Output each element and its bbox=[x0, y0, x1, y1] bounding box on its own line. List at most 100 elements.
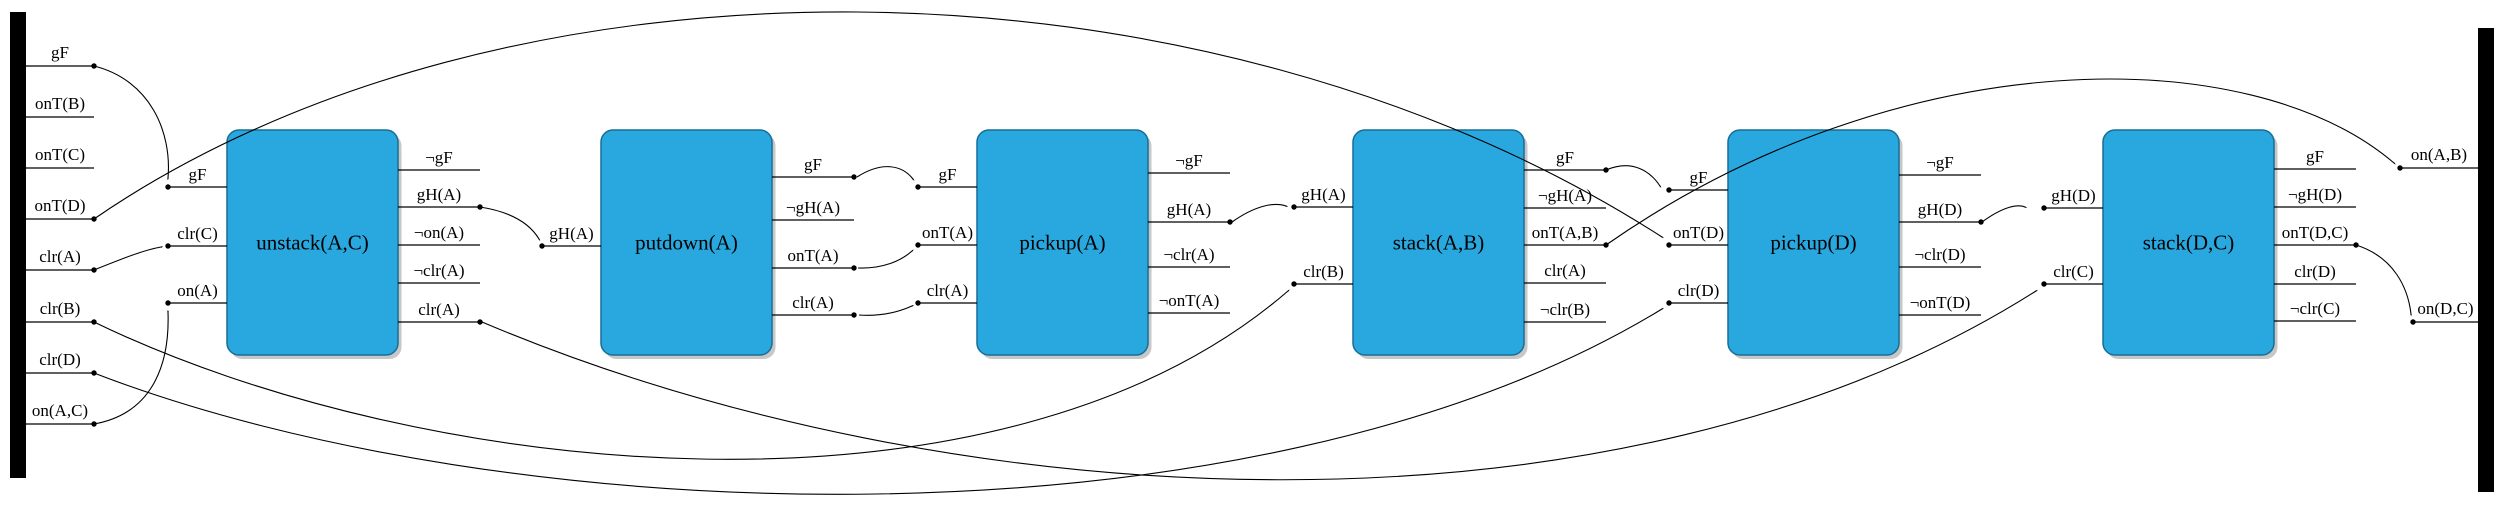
initial-fact-ont-d-label: onT(D) bbox=[35, 196, 86, 215]
action-label-pickup-d: pickup(D) bbox=[1770, 231, 1856, 255]
edge-initial-on-a-c-to-unstack-a-c-in-on-a bbox=[93, 312, 168, 425]
initial-fact-ont-b-label: onT(B) bbox=[35, 94, 85, 113]
action-pickup-a-output-gh-a-dot bbox=[1227, 219, 1233, 225]
action-pickup-d-input-ont-d-dot bbox=[1666, 242, 1672, 248]
action-pickup-a-input-gf-dot bbox=[915, 184, 921, 190]
action-stack-a-b-output-gf-label: gF bbox=[1556, 148, 1574, 167]
box-shadow-layer bbox=[230, 134, 2278, 359]
action-stack-a-b-output-clr-b-label: ¬clr(B) bbox=[1540, 300, 1590, 319]
action-box-pickup-a bbox=[976, 129, 1149, 356]
action-box-unstack-a-c bbox=[226, 129, 399, 356]
initial-fact-gf-label: gF bbox=[51, 43, 69, 62]
action-pickup-d-input-gf-dot bbox=[1666, 187, 1672, 193]
action-label-unstack-a-c: unstack(A,C) bbox=[256, 231, 369, 255]
action-stack-a-b-input-gh-a-dot bbox=[1291, 204, 1297, 210]
action-pickup-a-input-ont-a-label: onT(A) bbox=[922, 223, 973, 242]
action-label-stack-a-b: stack(A,B) bbox=[1393, 231, 1485, 255]
action-label-pickup-a: pickup(A) bbox=[1019, 231, 1105, 255]
edge-unstack-a-c-out-gh-a-to-putdown-a-in-gh-a bbox=[479, 206, 539, 239]
initial-fact-on-a-c-label: on(A,C) bbox=[32, 401, 88, 420]
action-unstack-a-c-output-clr-a-dot bbox=[477, 319, 483, 325]
goal-fact-on-d-c-dot bbox=[2410, 319, 2416, 325]
action-pickup-d-output-ont-d-label: ¬onT(D) bbox=[1910, 293, 1971, 312]
action-box-putdown-a bbox=[600, 129, 773, 356]
action-box-stack-d-c bbox=[2102, 129, 2275, 356]
edge-pickup-a-out-gh-a-to-stack-a-b-in-gh-a bbox=[1231, 204, 1286, 223]
action-stack-a-b-output-gh-a-label: ¬gH(A) bbox=[1538, 186, 1592, 205]
action-stack-a-b-output-clr-a-label: clr(A) bbox=[1544, 261, 1586, 280]
action-stack-d-c-input-clr-c-dot bbox=[2041, 281, 2047, 287]
action-putdown-a-output-clr-a-label: clr(A) bbox=[792, 293, 834, 312]
action-pickup-a-input-ont-a-dot bbox=[915, 242, 921, 248]
action-stack-d-c-input-gh-d-dot bbox=[2041, 205, 2047, 211]
action-putdown-a-output-ont-a-label: onT(A) bbox=[788, 246, 839, 265]
initial-fact-clr-d-label: clr(D) bbox=[39, 350, 81, 369]
action-putdown-a-output-ont-a-dot bbox=[851, 265, 857, 271]
action-label-putdown-a: putdown(A) bbox=[635, 231, 738, 255]
action-putdown-a-input-gh-a-label: gH(A) bbox=[549, 224, 593, 243]
action-unstack-a-c-input-on-a-label: on(A) bbox=[177, 281, 218, 300]
edge-pickup-d-out-gh-d-to-stack-d-c-in-gh-d bbox=[1981, 206, 2025, 223]
action-putdown-a-output-gh-a-label: ¬gH(A) bbox=[786, 198, 840, 217]
edge-putdown-a-out-clr-a-to-pickup-a-in-clr-a bbox=[858, 306, 912, 316]
action-pickup-d-input-clr-d-dot bbox=[1666, 300, 1672, 306]
action-stack-d-c-output-ont-d-c-label: onT(D,C) bbox=[2282, 223, 2349, 242]
action-putdown-a-output-gf-dot bbox=[851, 174, 857, 180]
action-pickup-a-output-clr-a-label: ¬clr(A) bbox=[1163, 245, 1214, 264]
edge-initial-gf-to-unstack-a-c-in-gf bbox=[93, 65, 168, 178]
goal-state-bar bbox=[2478, 28, 2494, 492]
edge-putdown-a-out-ont-a-to-pickup-a-in-ont-a bbox=[857, 251, 912, 269]
action-pickup-a-output-ont-a-label: ¬onT(A) bbox=[1159, 291, 1220, 310]
action-stack-d-c-output-gh-d-label: ¬gH(D) bbox=[2288, 185, 2342, 204]
edge-stack-a-b-out-ont-a-b-to-goal-on-a-b bbox=[1605, 78, 2394, 246]
action-stack-a-b-input-clr-b-dot bbox=[1291, 281, 1297, 287]
action-stack-a-b-output-ont-a-b-label: onT(A,B) bbox=[1532, 223, 1599, 242]
edge-unstack-a-c-out-clr-a-to-stack-d-c-in-clr-c bbox=[481, 291, 2036, 481]
action-pickup-a-input-clr-a-label: clr(A) bbox=[927, 281, 969, 300]
action-unstack-a-c-output-on-a-label: ¬on(A) bbox=[414, 223, 464, 242]
action-unstack-a-c-input-on-a-dot bbox=[165, 300, 171, 306]
action-putdown-a-output-gf-label: gF bbox=[804, 155, 822, 174]
action-pickup-d-output-clr-d-label: ¬clr(D) bbox=[1914, 245, 1965, 264]
action-pickup-a-input-clr-a-dot bbox=[915, 300, 921, 306]
fact-layer: gFonT(B)onT(C)onT(D)clr(A)clr(B)clr(D)on… bbox=[10, 12, 2494, 492]
edge-initial-clr-d-to-pickup-d-in-clr-d bbox=[93, 309, 1662, 495]
action-unstack-a-c-input-clr-c-label: clr(C) bbox=[177, 224, 218, 243]
action-stack-a-b-input-gh-a-label: gH(A) bbox=[1301, 185, 1345, 204]
action-unstack-a-c-output-clr-a-label: ¬clr(A) bbox=[413, 261, 464, 280]
action-pickup-d-input-ont-d-label: onT(D) bbox=[1673, 223, 1724, 242]
causal-link-layer bbox=[93, 11, 2411, 495]
goal-fact-on-a-b-dot bbox=[2397, 165, 2403, 171]
action-unstack-a-c-input-clr-c-dot bbox=[165, 243, 171, 249]
edge-initial-ont-d-to-pickup-d-in-ont-d bbox=[93, 11, 1662, 237]
initial-state-bar bbox=[10, 12, 26, 478]
action-pickup-d-output-gf-label: ¬gF bbox=[1926, 153, 1954, 172]
action-pickup-d-input-gf-label: gF bbox=[1690, 168, 1708, 187]
goal-fact-on-d-c-label: on(D,C) bbox=[2417, 299, 2473, 318]
action-box-layer: unstack(A,C) gF clr(C) on(A) ¬gF gH(A) ¬on(A) ¬… bbox=[165, 129, 2359, 356]
edge-initial-clr-a-to-unstack-a-c-in-clr-c bbox=[93, 247, 161, 271]
action-pickup-d-input-clr-d-label: clr(D) bbox=[1678, 281, 1720, 300]
action-pickup-a-input-gf-label: gF bbox=[939, 165, 957, 184]
action-box-pickup-d bbox=[1727, 129, 1900, 356]
initial-fact-clr-a-label: clr(A) bbox=[39, 247, 81, 266]
action-stack-d-c-output-clr-d-label: clr(D) bbox=[2294, 262, 2336, 281]
goal-fact-on-a-b-label: on(A,B) bbox=[2411, 145, 2467, 164]
action-unstack-a-c-output-gf-label: ¬gF bbox=[425, 148, 453, 167]
action-pickup-a-output-gf-label: ¬gF bbox=[1175, 151, 1203, 170]
edge-putdown-a-out-gf-to-pickup-a-in-gf bbox=[856, 166, 913, 179]
action-label-stack-d-c: stack(D,C) bbox=[2143, 231, 2235, 255]
edge-stack-d-c-out-ont-d-c-to-goal-on-d-c bbox=[2355, 244, 2411, 314]
action-stack-d-c-output-gf-label: gF bbox=[2306, 147, 2324, 166]
edge-initial-clr-b-to-stack-a-b-in-clr-b bbox=[93, 291, 1288, 460]
action-pickup-d-output-gh-d-label: gH(D) bbox=[1918, 200, 1962, 219]
action-stack-d-c-output-clr-c-label: ¬clr(C) bbox=[2290, 299, 2340, 318]
action-pickup-a-output-gh-a-label: gH(A) bbox=[1167, 200, 1211, 219]
action-putdown-a-output-clr-a-dot bbox=[851, 312, 857, 318]
edge-stack-a-b-out-gf-to-pickup-d-in-gf bbox=[1605, 165, 1660, 186]
action-unstack-a-c-input-gf-label: gF bbox=[189, 165, 207, 184]
action-stack-d-c-input-gh-d-label: gH(D) bbox=[2051, 186, 2095, 205]
action-unstack-a-c-output-gh-a-label: gH(A) bbox=[417, 185, 461, 204]
